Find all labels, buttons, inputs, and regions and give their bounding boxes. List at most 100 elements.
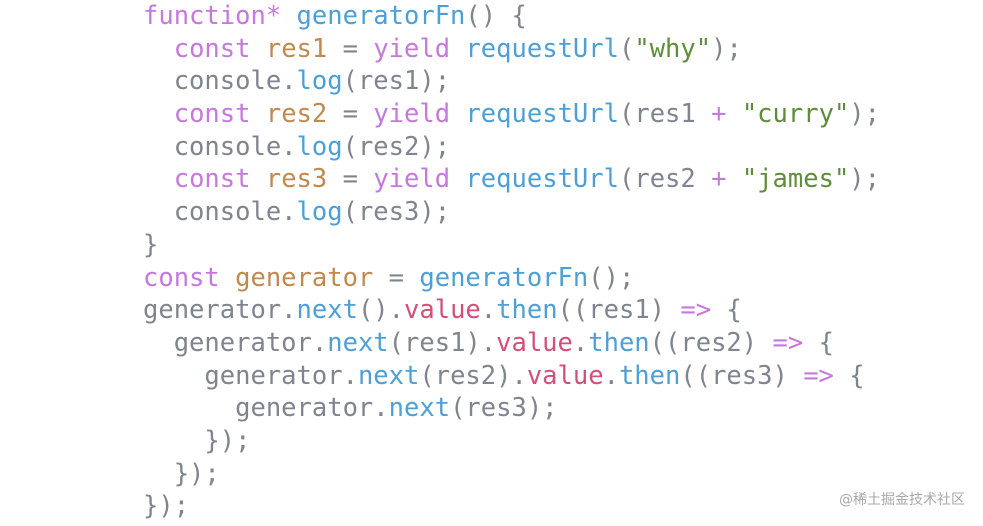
code-token: . — [603, 360, 619, 391]
code-token: (res2). — [419, 360, 527, 391]
code-token: function* — [143, 1, 282, 31]
code-line: console.log(res3); — [143, 196, 880, 229]
code-line: generator.next(res1).value.then((res2) =… — [143, 327, 880, 360]
code-token: . — [572, 327, 589, 358]
code-token: generator. — [143, 393, 389, 424]
code-line: console.log(res2); — [143, 131, 880, 164]
code-token: then — [496, 295, 558, 326]
code-token: then — [588, 327, 650, 358]
code-line: const res1 = yield requestUrl("why"); — [143, 33, 880, 66]
code-line: }); — [143, 458, 880, 491]
code-token: ); — [849, 164, 881, 195]
code-token: value — [496, 327, 573, 358]
code-line: const res3 = yield requestUrl(res2 + "ja… — [143, 163, 880, 196]
code-token: then — [618, 360, 681, 391]
code-line: } — [143, 229, 880, 262]
code-token: requestUrl — [465, 99, 619, 130]
code-token: { — [803, 327, 834, 358]
code-token: } — [143, 229, 159, 260]
code-token: generator. — [143, 360, 358, 391]
code-line: const res2 = yield requestUrl(res1 + "cu… — [143, 98, 880, 131]
code-token: log — [296, 197, 343, 228]
code-token: . — [480, 295, 497, 326]
code-token — [450, 164, 465, 194]
code-token: generatorFn — [296, 1, 466, 31]
code-token: next — [327, 327, 389, 358]
code-token — [281, 1, 296, 31]
code-token: = — [327, 99, 374, 130]
code-token — [250, 34, 265, 64]
code-token: + — [711, 99, 727, 130]
code-token: ((res2) — [649, 327, 773, 358]
code-token: = — [373, 262, 420, 293]
code-token: ((res1) — [557, 295, 681, 326]
code-token: const — [143, 262, 220, 293]
code-line: generator.next().value.then((res1) => { — [143, 294, 880, 327]
code-token: yield — [373, 164, 451, 195]
code-token: "james" — [741, 164, 850, 195]
code-line: function* generatorFn() { — [143, 0, 880, 33]
code-token: ( — [618, 33, 635, 64]
code-token: yield — [373, 99, 451, 130]
code-token — [143, 164, 174, 194]
code-token: log — [296, 66, 343, 97]
code-token — [450, 99, 465, 129]
code-token — [250, 99, 265, 129]
code-token: const — [173, 33, 251, 64]
code-token: generatorFn — [419, 262, 589, 293]
code-token: value — [526, 360, 604, 391]
code-line: }); — [143, 490, 880, 523]
code-token: const — [173, 99, 251, 130]
code-line: }); — [143, 425, 880, 458]
code-token: (res2); — [342, 131, 451, 162]
code-token: (res3); — [450, 393, 558, 424]
code-token: yield — [373, 33, 451, 64]
code-token — [250, 164, 265, 194]
watermark: @稀土掘金技术社区 — [839, 492, 965, 508]
code-token: console. — [143, 197, 297, 228]
code-line: const generator = generatorFn(); — [143, 262, 880, 295]
code-token: (). — [357, 295, 405, 326]
code-token: ); — [849, 99, 881, 130]
code-token: ); — [711, 33, 742, 64]
code-token: console. — [143, 131, 297, 162]
code-token — [220, 263, 235, 293]
code-token: }); — [143, 458, 220, 489]
code-line: console.log(res1); — [143, 65, 880, 98]
code-token: generator — [235, 262, 374, 293]
code-token: res1 — [265, 33, 328, 64]
code-token: console. — [143, 66, 297, 97]
code-token: log — [296, 131, 343, 162]
code-token: next — [296, 295, 358, 326]
code-token: (res1 — [618, 99, 712, 130]
code-token: }); — [143, 425, 251, 456]
code-token: (res1). — [388, 327, 497, 358]
code-token: }); — [143, 491, 190, 522]
code-token: => — [772, 327, 804, 358]
code-token: (res1); — [342, 66, 451, 97]
code-token: next — [357, 360, 420, 391]
code-token — [726, 164, 741, 194]
code-token: => — [680, 295, 712, 326]
code-token: const — [173, 164, 251, 195]
code-token: "why" — [634, 33, 712, 64]
code-token: (); — [588, 262, 635, 293]
code-token: = — [327, 164, 374, 195]
code-token: generator. — [143, 295, 297, 326]
code-token: { — [833, 360, 865, 391]
code-token: generator. — [143, 327, 328, 358]
code-token — [726, 99, 741, 129]
code-token: (res2 — [618, 164, 712, 195]
code-token: () { — [465, 1, 527, 31]
code-line: generator.next(res3); — [143, 392, 880, 425]
code-token — [143, 34, 174, 64]
code-token: res2 — [265, 99, 328, 130]
code-token: ((res3) — [680, 360, 804, 391]
code-token: "curry" — [741, 99, 850, 130]
code-token: res3 — [265, 164, 328, 195]
code-token: requestUrl — [465, 164, 619, 195]
code-token: requestUrl — [465, 33, 619, 64]
code-token: { — [711, 295, 742, 326]
code-token: value — [404, 295, 481, 326]
code-token — [143, 99, 174, 129]
